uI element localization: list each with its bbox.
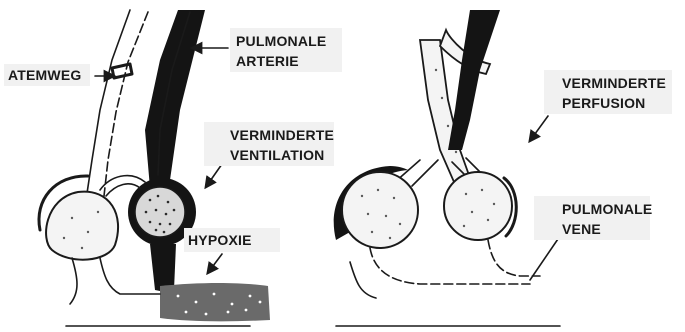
right-pulmonary-artery	[448, 10, 500, 150]
left-hypoxic-blood	[160, 283, 270, 321]
left-alveolus-normal	[46, 192, 118, 260]
hypoxie-arrow	[210, 254, 222, 270]
verminderte-perfusion-label-line1: VERMINDERTE	[562, 75, 666, 91]
left-pulmonary-artery	[145, 10, 205, 188]
right-pulmonary-vein	[370, 248, 530, 284]
pulmonale-vene-label-line2: VENE	[562, 221, 601, 237]
verminderte-ventilation-label-line2: VENTILATION	[230, 147, 325, 163]
perfusion-arrow	[532, 116, 548, 138]
pulmonale-arterie-label-line1: PULMONALE	[236, 33, 326, 49]
left-alveolus-hypoventilated	[135, 187, 185, 237]
hypoxie-label: HYPOXIE	[188, 232, 252, 248]
right-panel	[334, 10, 560, 326]
left-airway	[86, 10, 130, 200]
ventilation-arrow	[208, 164, 222, 184]
left-pulmonary-vein-hypoxic	[150, 244, 176, 292]
vene-arrow	[530, 236, 560, 280]
verminderte-perfusion-label-line2: PERFUSION	[562, 95, 645, 111]
pulmonale-vene-label-line1: PULMONALE	[562, 201, 652, 217]
pulmonale-arterie-label-line2: ARTERIE	[236, 53, 299, 69]
verminderte-ventilation-label-line1: VERMINDERTE	[230, 127, 334, 143]
atemweg-label: ATEMWEG	[8, 67, 81, 83]
right-alveolus-right	[444, 172, 512, 240]
right-alveolus-left	[342, 172, 418, 248]
